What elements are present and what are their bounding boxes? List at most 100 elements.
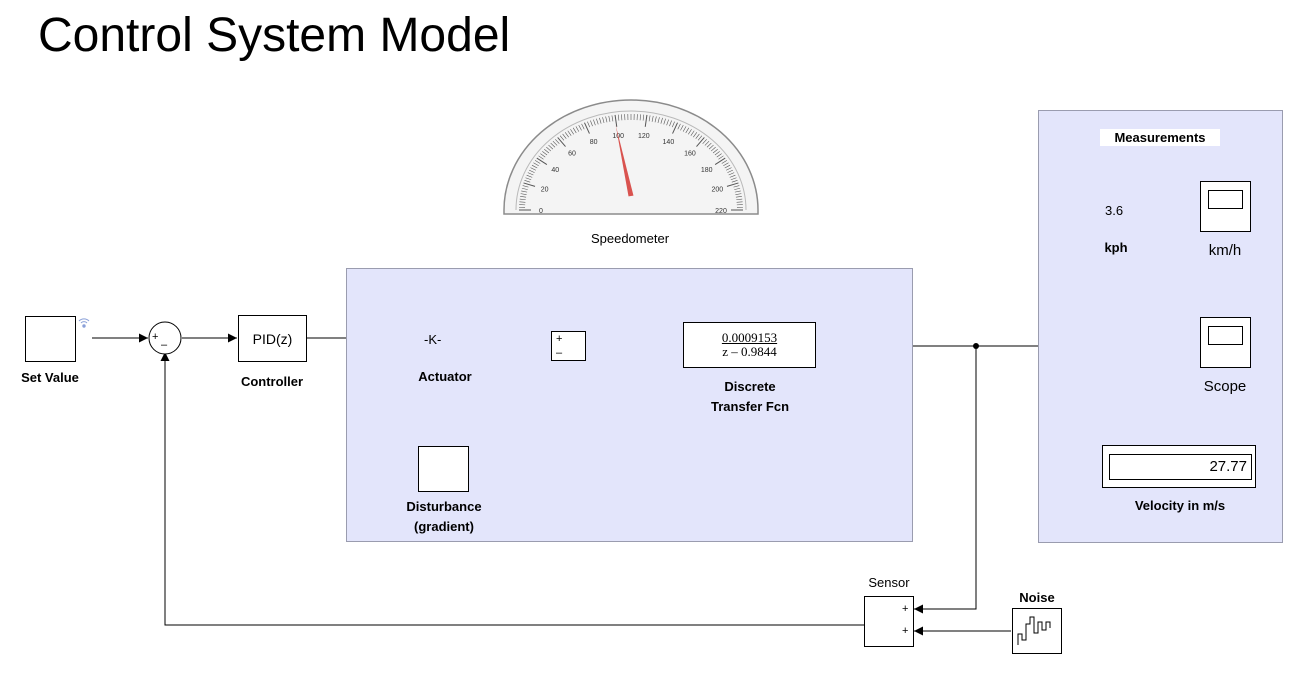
- gauge-tick-label: 220: [715, 208, 727, 215]
- gauge-tick: [550, 142, 556, 148]
- gauge-tick: [533, 162, 539, 167]
- sum2-minus: –: [556, 347, 563, 359]
- page-title: Control System Model: [38, 9, 511, 62]
- gauge-tick: [562, 133, 567, 139]
- gauge-tick: [735, 193, 742, 195]
- gauge-tick: [671, 121, 675, 128]
- set-value-step-block[interactable]: [25, 316, 76, 362]
- gauge-tick: [570, 129, 574, 135]
- gauge-tick: [567, 130, 572, 136]
- gauge-tick: [721, 160, 728, 164]
- sum-block-1[interactable]: [148, 321, 182, 355]
- disturbance-step-block[interactable]: [418, 446, 469, 492]
- gauge-tick: [642, 114, 645, 121]
- transfer-fcn-label-line1: Discrete: [724, 379, 776, 394]
- gauge-tick: [654, 116, 657, 123]
- sensor-block[interactable]: [864, 596, 914, 647]
- scope-screen: [1208, 326, 1243, 345]
- gauge-tick: [552, 140, 558, 146]
- scope-block[interactable]: [1200, 317, 1251, 368]
- gauge-tick: [536, 157, 548, 166]
- line-feedback[interactable]: [160, 352, 864, 626]
- gauge-tick-label: 180: [701, 167, 713, 174]
- gauge-tick: [526, 174, 533, 178]
- kmh-scope-block[interactable]: [1200, 181, 1251, 232]
- gauge-tick: [708, 144, 714, 150]
- sum1-minus: –: [161, 339, 168, 351]
- gauge-tick: [716, 153, 722, 158]
- kmh-scope-label: km/h: [1208, 242, 1242, 259]
- gauge-tick: [704, 140, 710, 146]
- gauge-tick: [614, 114, 618, 127]
- gauge-tick: [736, 198, 743, 201]
- velocity-value: 27.77: [1109, 454, 1252, 480]
- gauge-tick-label: 60: [568, 151, 576, 158]
- gauge-tick: [714, 151, 720, 156]
- gauge-tick: [733, 185, 740, 188]
- measurements-label: Measurements: [1100, 129, 1220, 146]
- gauge-tick: [728, 172, 735, 176]
- gauge-tick: [725, 167, 732, 171]
- branch-point: [973, 343, 979, 349]
- gauge-tick: [519, 198, 526, 201]
- sensor-plus-2: +: [902, 625, 909, 637]
- gauge-tick: [617, 114, 620, 121]
- line-branch-to-sensor[interactable]: [914, 346, 977, 614]
- gauge-tick: [734, 190, 741, 193]
- gauge-tick: [531, 164, 538, 169]
- gauge-tick: [651, 115, 654, 122]
- gauge-tick: [575, 126, 580, 132]
- transfer-fcn-block[interactable]: 0.0009153 z – 0.9844: [683, 322, 816, 368]
- gauge-tick: [523, 182, 536, 187]
- gauge-tick: [693, 132, 698, 138]
- velocity-display-block[interactable]: 27.77: [1102, 445, 1256, 488]
- plant-area: [346, 268, 913, 542]
- speedometer-gauge[interactable]: 020406080100120140160180200220: [500, 96, 762, 216]
- noise-block[interactable]: [1012, 608, 1062, 654]
- disturbance-label-line1: Disturbance: [406, 499, 482, 514]
- gauge-tick: [599, 117, 602, 124]
- velocity-display-label: Velocity in m/s: [1134, 498, 1226, 513]
- gauge-tick: [712, 148, 718, 154]
- gauge-tick: [581, 123, 585, 130]
- gauge-tick: [555, 139, 560, 144]
- kmh-scope-screen: [1208, 190, 1243, 209]
- gauge-tick: [605, 116, 608, 123]
- gauge-tick: [731, 180, 738, 183]
- gauge-tick: [697, 135, 703, 141]
- gauge-tick: [669, 120, 672, 127]
- gauge-tick: [548, 144, 554, 150]
- controller-block[interactable]: PID(z): [238, 315, 307, 362]
- gauge-tick: [593, 119, 596, 126]
- gauge-ticks: [519, 114, 743, 211]
- gauge-tick: [525, 177, 532, 181]
- gauge-tick: [718, 155, 724, 160]
- gauge-tick: [644, 114, 648, 127]
- gauge-tick: [519, 201, 526, 203]
- kph-text: 3.6: [1105, 203, 1124, 218]
- sensor-label: Sensor: [868, 575, 910, 590]
- set-value-label: Set Value: [21, 370, 79, 385]
- gauge-tick: [696, 137, 705, 147]
- gauge-tick: [734, 187, 741, 190]
- gauge-tick: [726, 182, 739, 187]
- gauge-tick: [602, 117, 605, 124]
- gauge-tick: [520, 193, 527, 195]
- gauge-tick: [672, 122, 678, 134]
- gauge-tick: [639, 114, 641, 121]
- gauge-tick: [702, 139, 707, 144]
- gauge-tick: [724, 164, 731, 169]
- gauge-tick: [608, 115, 611, 122]
- gauge-tick-label: 160: [684, 151, 696, 158]
- kph-label: kph: [1104, 240, 1128, 255]
- gauge-tick: [706, 142, 712, 148]
- gauge-tick: [572, 127, 577, 134]
- sensor-plus-1: +: [902, 603, 909, 615]
- gauge-tick: [546, 146, 552, 152]
- gauge-tick: [736, 201, 743, 203]
- disturbance-label-line2: (gradient): [414, 519, 474, 534]
- gauge-tick: [538, 155, 544, 160]
- sum-block-2[interactable]: [551, 331, 586, 361]
- tf-denominator: z – 0.9844: [722, 344, 777, 359]
- gauge-tick: [677, 123, 681, 130]
